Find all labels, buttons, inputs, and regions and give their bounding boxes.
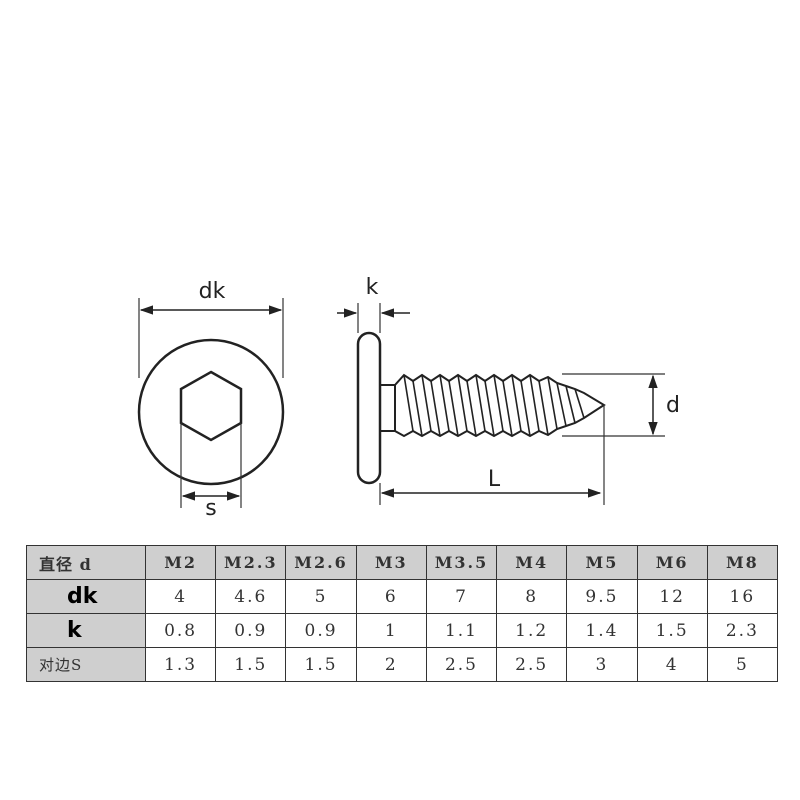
table-cell: 7 — [425, 579, 498, 614]
table-cell: 1 — [355, 613, 427, 648]
table-cell: 0.9 — [215, 613, 287, 648]
row-label-dk: dk — [26, 579, 146, 614]
size-cell: M2.6 — [285, 545, 357, 580]
row-label-s: 对边S — [26, 647, 146, 682]
table-cell: 2.5 — [425, 647, 498, 682]
size-cell: M3.5 — [425, 545, 498, 580]
table-cell: 5 — [285, 579, 357, 614]
table-cell: 9.5 — [566, 579, 638, 614]
table-cell: 0.9 — [285, 613, 357, 648]
d-label: d — [666, 393, 680, 418]
table-cell: 5 — [706, 647, 779, 682]
table-cell: 2.5 — [496, 647, 568, 682]
table-cell: 1.2 — [496, 613, 568, 648]
dk-label: dk — [199, 279, 226, 304]
table-cell: 0.8 — [144, 613, 217, 648]
hex-socket — [179, 370, 243, 442]
size-cell: M4 — [496, 545, 568, 580]
table-cell: 16 — [706, 579, 779, 614]
table-cell: 8 — [496, 579, 568, 614]
table-cell: 1.1 — [425, 613, 498, 648]
table-cell: 3 — [566, 647, 638, 682]
head-top-view: dk s — [137, 279, 285, 521]
screw-dimension-drawing: dk s k — [137, 275, 680, 521]
size-cell: M3 — [355, 545, 427, 580]
screw-head-side — [356, 331, 382, 485]
head-outer-circle — [137, 338, 285, 486]
table-row-k: k 0.8 0.9 0.9 1 1.1 1.2 1.4 1.5 2.3 — [26, 613, 779, 648]
row-label-k: k — [26, 613, 146, 648]
header-label-cell: 直径 d — [26, 545, 146, 580]
table-cell: 4.6 — [215, 579, 287, 614]
size-cell: M6 — [636, 545, 708, 580]
screw-side-view: k d L — [337, 275, 680, 505]
thread-crests — [403, 374, 585, 437]
table-cell: 2.3 — [706, 613, 779, 648]
table-cell: 1.5 — [215, 647, 287, 682]
size-cell: M5 — [566, 545, 638, 580]
table-cell: 4 — [636, 647, 708, 682]
table-cell: 6 — [355, 579, 427, 614]
spec-table: 直径 d M2 M2.3 M2.6 M3 M3.5 M4 M5 M6 M8 dk… — [26, 545, 779, 682]
table-cell: 1.4 — [566, 613, 638, 648]
table-row-dk: dk 4 4.6 5 6 7 8 9.5 12 16 — [26, 579, 779, 614]
size-cell: M2 — [144, 545, 217, 580]
size-cell: M2.3 — [215, 545, 287, 580]
s-label: s — [205, 496, 216, 521]
table-cell: 4 — [144, 579, 217, 614]
size-cell: M8 — [706, 545, 779, 580]
table-cell: 2 — [355, 647, 427, 682]
L-label: L — [488, 467, 501, 492]
table-cell: 1.3 — [144, 647, 217, 682]
table-header-row: 直径 d M2 M2.3 M2.6 M3 M3.5 M4 M5 M6 M8 — [26, 545, 779, 580]
table-cell: 1.5 — [285, 647, 357, 682]
table-row-s: 对边S 1.3 1.5 1.5 2 2.5 2.5 3 4 5 — [26, 647, 779, 682]
table-cell: 1.5 — [636, 613, 708, 648]
k-label: k — [366, 275, 379, 300]
table-cell: 12 — [636, 579, 708, 614]
